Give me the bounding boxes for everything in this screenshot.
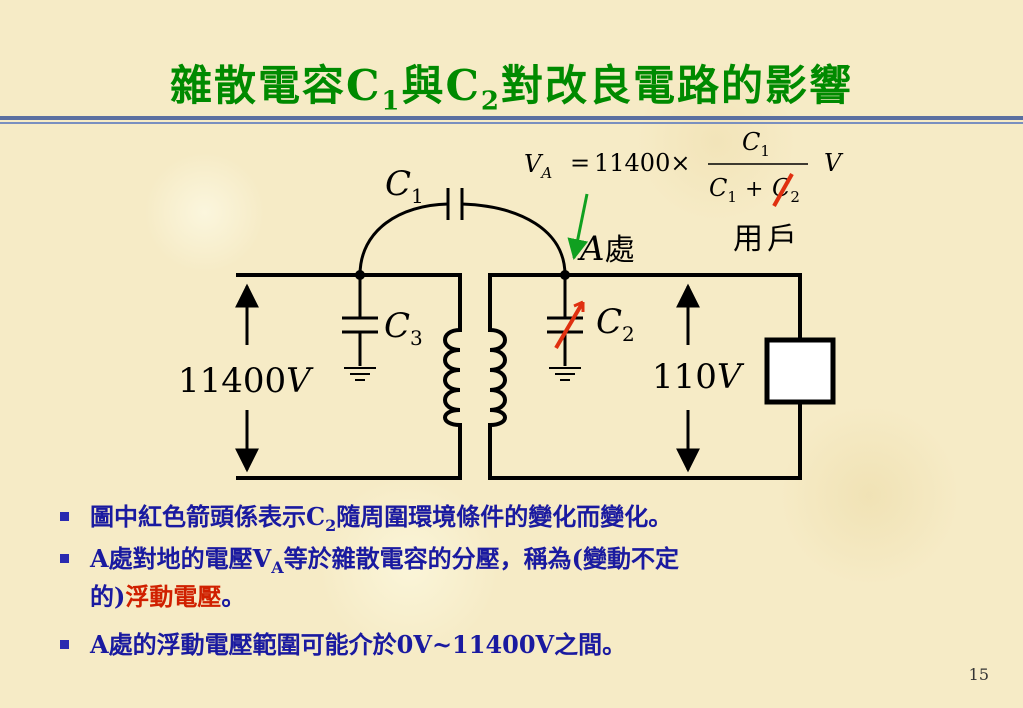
c3-capacitor: [342, 275, 378, 366]
label-c2: C2: [596, 302, 635, 346]
bullet-text-2-line2: 的)浮動電壓。: [90, 582, 246, 611]
label-secondary-voltage: 110V: [652, 357, 745, 397]
formula-numerator: C1: [742, 128, 770, 160]
formula-coefficient: 11400×: [594, 149, 690, 177]
bullet-text-1: 圖中紅色箭頭係表示C2隨周圍環境條件的變化而變化。: [90, 502, 673, 535]
bullet-square-icon: [60, 640, 69, 649]
formula-plus: +: [745, 177, 763, 202]
voltage-formula: VA = 11400× C1 C1 + C2 V: [524, 128, 844, 206]
label-primary-voltage: 11400V: [178, 361, 314, 401]
label-point-a: A處: [577, 229, 635, 269]
bullet-text-2: A處對地的電壓VA等於雜散電容的分壓，稱為(變動不定: [90, 544, 680, 577]
formula-unit: V: [824, 149, 844, 177]
c2-variable-red-arrow: [554, 300, 585, 350]
title-text-3: 對改良電路的影響: [501, 61, 854, 110]
c1-capacitor: [358, 188, 567, 276]
title-subscript-2: 2: [480, 86, 502, 117]
label-user: 用戶: [733, 222, 801, 257]
title-subscript-1: 1: [381, 86, 402, 117]
bullet-text-3: A處的浮動電壓範圍可能介於0V~11400V之間。: [90, 630, 627, 659]
formula-denominator-a: C1: [709, 174, 737, 206]
formula-lhs: VA: [524, 150, 552, 182]
title-divider-thin: [0, 122, 1023, 124]
label-c1: C1: [385, 164, 424, 208]
user-load-box: [764, 337, 836, 405]
title-text-2: 與C: [401, 61, 481, 110]
label-c3: C3: [384, 306, 423, 350]
floating-voltage-highlight: 浮動電壓: [125, 582, 222, 611]
c2-capacitor: [547, 275, 583, 366]
point-a-green-arrow: [567, 193, 589, 261]
formula-c2-red-arrow: [772, 173, 794, 207]
page-number: 15: [968, 665, 989, 684]
title-divider-thick: [0, 116, 1023, 120]
transformer-icon: [443, 328, 507, 427]
bullet-square-icon: [60, 554, 69, 563]
ground-icon-c2: [549, 367, 581, 381]
bullet-square-icon: [60, 512, 69, 521]
title-text-1: 雜散電容C: [169, 61, 382, 110]
c2-red-arrowhead: [573, 300, 585, 312]
ground-icon-c3: [344, 367, 376, 381]
formula-equals: =: [570, 149, 590, 177]
slide-title: 雜散電容C1與C2對改良電路的影響: [0, 52, 1023, 116]
